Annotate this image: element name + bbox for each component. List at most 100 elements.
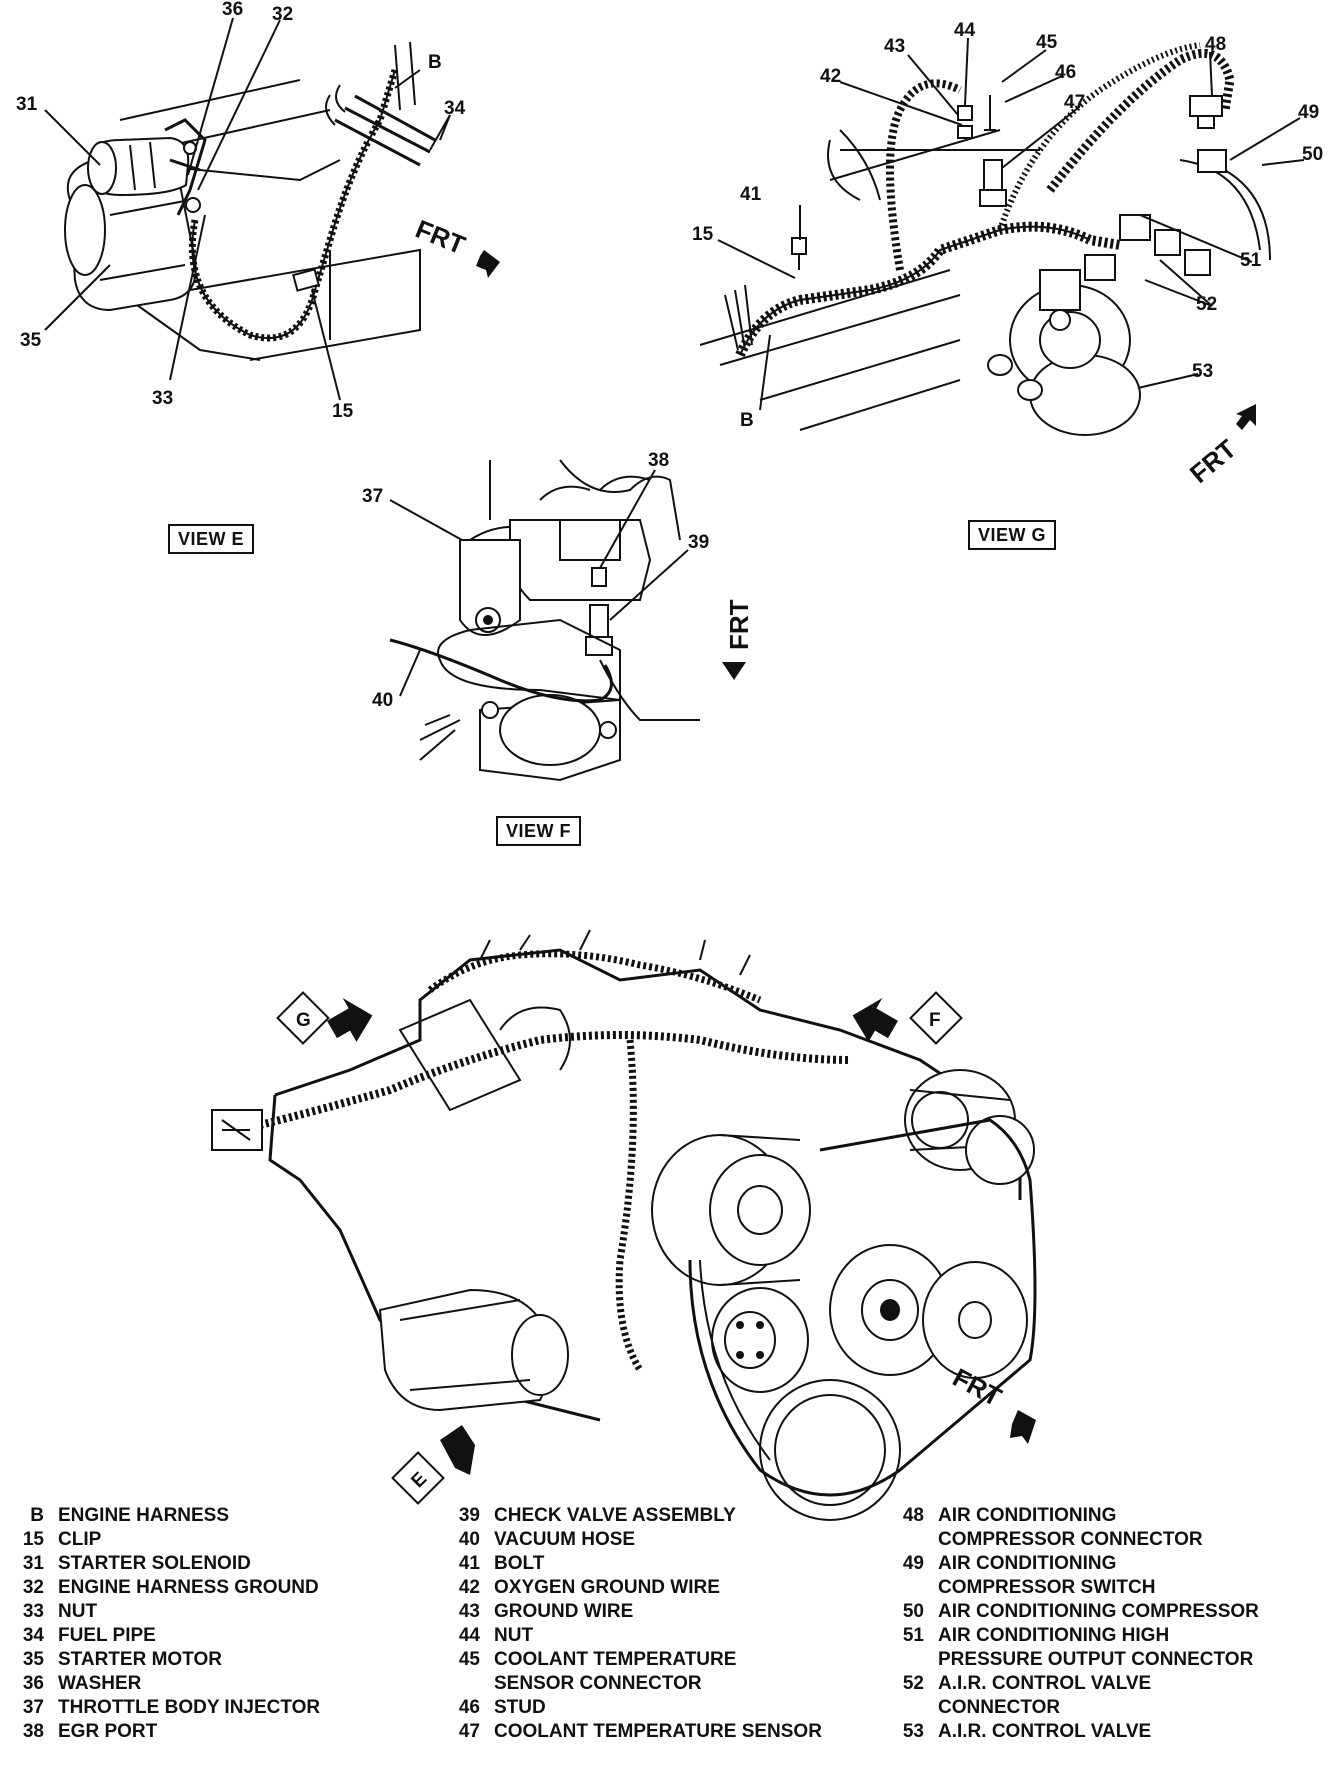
callout-32: 32 — [272, 4, 293, 25]
legend-item-label-continued: SENSOR CONNECTOR — [494, 1673, 702, 1694]
legend-item-number: 42 — [458, 1577, 480, 1598]
frt-arrow-view-e: FRT — [411, 214, 500, 278]
legend-item-number: 44 — [458, 1625, 480, 1646]
callout-46: 46 — [1055, 62, 1076, 83]
legend-item-label-continued: COMPRESSOR CONNECTOR — [938, 1529, 1203, 1550]
legend-item-label-continued: CONNECTOR — [938, 1697, 1061, 1718]
callout-40: 40 — [372, 690, 393, 711]
callout-34: 34 — [444, 98, 466, 119]
legend-item: 37 THROTTLE BODY INJECTOR — [0, 1696, 320, 1720]
callout-47: 47 — [1064, 92, 1085, 113]
callout-39: 39 — [688, 532, 709, 553]
legend-item-label: BOLT — [494, 1553, 545, 1574]
legend-item-number: 47 — [458, 1721, 480, 1742]
callout-15-view-g: 15 — [692, 224, 714, 245]
legend-item: 51 AIR CONDITIONING HIGH — [880, 1624, 1259, 1648]
serpentine-belt — [688, 1118, 1037, 1497]
legend-item: 32 ENGINE HARNESS GROUND — [0, 1576, 320, 1600]
legend-item-label: GROUND WIRE — [494, 1601, 634, 1622]
callout-b-view-g: B — [740, 410, 754, 431]
callout-33: 33 — [152, 388, 173, 409]
legend-item-number: 52 — [902, 1673, 924, 1694]
legend-item-label: AIR CONDITIONING — [938, 1505, 1117, 1526]
ac-compressor — [1179, 159, 1271, 261]
legend-item-number: 53 — [902, 1721, 924, 1742]
legend-item-number: 36 — [22, 1673, 44, 1694]
callout-41: 41 — [740, 184, 762, 205]
callout-35: 35 — [20, 330, 42, 351]
callout-49: 49 — [1298, 102, 1319, 123]
callout-31: 31 — [16, 94, 38, 115]
legend-item-label: COOLANT TEMPERATURE — [494, 1649, 737, 1670]
frt-arrow-view-f: FRT — [722, 599, 754, 680]
legend-item: B ENGINE HARNESS — [0, 1504, 320, 1528]
legend-item-label: STUD — [494, 1697, 546, 1718]
legend-item: 49 AIR CONDITIONING — [880, 1552, 1259, 1576]
legend-item-label: VACUUM HOSE — [494, 1529, 636, 1550]
legend-item-number: B — [30, 1505, 44, 1526]
callout-38: 38 — [648, 450, 669, 471]
legend-item-label: ENGINE HARNESS GROUND — [58, 1577, 319, 1598]
view-g-illustration — [699, 42, 1271, 436]
legend-item-number: 31 — [22, 1553, 44, 1574]
legend-item-number: 37 — [22, 1697, 44, 1718]
legend-item: 40 VACUUM HOSE — [436, 1528, 822, 1552]
legend-item-number: 40 — [458, 1529, 480, 1550]
power-steering-pulley — [922, 1261, 1028, 1379]
legend-item-label: AIR CONDITIONING HIGH — [938, 1625, 1170, 1646]
legend-item-label: A.I.R. CONTROL VALVE — [938, 1721, 1152, 1742]
legend-item: 41 BOLT — [436, 1552, 822, 1576]
legend-item-number: 49 — [902, 1553, 924, 1574]
legend-item-label: STARTER MOTOR — [58, 1649, 222, 1670]
legend-item-label: WASHER — [58, 1673, 142, 1694]
legend-item-label: STARTER SOLENOID — [58, 1553, 251, 1574]
view-f-leaders — [389, 469, 689, 697]
legend-item-label: AIR CONDITIONING — [938, 1553, 1117, 1574]
view-e-label: VIEW E — [168, 524, 255, 554]
legend-item-number: 39 — [458, 1505, 480, 1526]
callout-51: 51 — [1240, 250, 1262, 271]
svg-text:G: G — [296, 1010, 311, 1031]
legend-item-number: 43 — [458, 1601, 480, 1622]
legend-item-label-continued: COMPRESSOR SWITCH — [938, 1577, 1156, 1598]
legend-item: 31 STARTER SOLENOID — [0, 1552, 320, 1576]
legend-item-number: 50 — [902, 1601, 924, 1622]
legend-item-number: 41 — [458, 1553, 480, 1574]
callout-50: 50 — [1302, 144, 1323, 165]
callout-42: 42 — [820, 66, 841, 87]
callout-37: 37 — [362, 486, 383, 507]
legend-item-label: NUT — [58, 1601, 98, 1622]
legend-item-number: 33 — [22, 1601, 44, 1622]
legend-item-label: THROTTLE BODY INJECTOR — [58, 1697, 321, 1718]
legend-item-number: 15 — [22, 1529, 44, 1550]
legend-item: 36 WASHER — [0, 1672, 320, 1696]
vacuum-hose — [389, 638, 613, 703]
svg-text:FRT: FRT — [1184, 433, 1242, 489]
legend-item-label: ENGINE HARNESS — [58, 1505, 230, 1526]
legend-item-number: 51 — [902, 1625, 924, 1646]
legend-item-number: 32 — [22, 1577, 44, 1598]
engine-harness-main — [259, 1031, 851, 1129]
main-ac-compressor — [651, 1134, 811, 1286]
callout-48: 48 — [1205, 34, 1226, 55]
water-pump-pulley — [829, 1244, 951, 1376]
callout-b-view-e: B — [428, 52, 442, 73]
legend-item-label-continued: PRESSURE OUTPUT CONNECTOR — [938, 1649, 1254, 1670]
view-g-leaders — [717, 37, 1305, 411]
view-g-label: VIEW G — [968, 520, 1057, 550]
callout-52: 52 — [1196, 294, 1217, 315]
